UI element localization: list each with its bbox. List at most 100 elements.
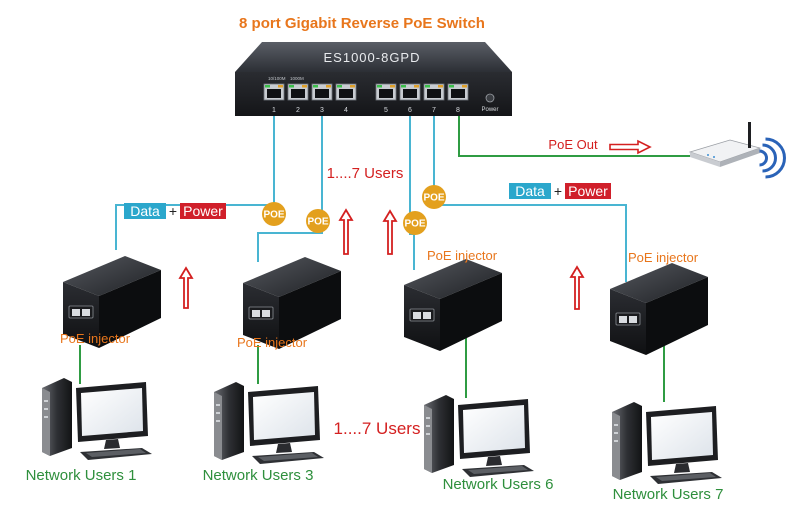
switch-power-button[interactable]	[485, 93, 495, 103]
plus-sign: +	[554, 183, 562, 199]
power-box	[565, 183, 611, 199]
power-word: Power	[183, 203, 223, 219]
cable-port1-injector1	[115, 116, 275, 250]
switch-port-led-green	[337, 85, 342, 88]
wifi-router	[689, 121, 761, 168]
switch-port-3: 3	[311, 83, 333, 114]
computer-user-3	[214, 382, 324, 464]
poe-badge-circle	[306, 209, 330, 233]
switch-port-1: 1	[263, 83, 285, 114]
network-user-label-2: Network Users 3	[203, 467, 314, 484]
switch-port-2: 2	[287, 83, 309, 114]
switch-port-socket	[403, 89, 417, 98]
switch-model-label: ES1000-8GPD	[324, 50, 421, 65]
data-word: Data	[130, 203, 160, 219]
switch-port-number: 3	[320, 107, 324, 114]
data-power-label-left: Data + Power	[124, 203, 226, 219]
poe-badge-circle	[422, 185, 446, 209]
switch-port-led-amber	[326, 85, 331, 88]
network-user-label-4: Network Users 7	[613, 486, 724, 503]
switch-port-led-amber	[390, 85, 395, 88]
switch-port-4: 4	[335, 83, 357, 114]
switch-port-led-green	[401, 85, 406, 88]
poe-badge-label: POE	[404, 219, 425, 230]
switch-port-8: 8	[447, 83, 469, 114]
switch-port-number: 4	[344, 107, 348, 114]
cable-port3-injector3	[257, 116, 323, 262]
poe-badge-label: POE	[307, 217, 328, 228]
cable-port6-injector6	[409, 116, 415, 270]
computer-user-7	[612, 402, 722, 484]
upward-arrow-left	[178, 266, 194, 309]
data-box	[124, 203, 166, 219]
switch-port-number: 1	[272, 107, 276, 114]
upward-arrow-middle-right	[382, 209, 398, 255]
poe-badge-port6: POE	[403, 211, 427, 235]
cable-port8-router	[458, 116, 690, 157]
switch-port-led-amber	[278, 85, 283, 88]
cable-port7-injector7	[433, 116, 627, 282]
diagram-title: 8 port Gigabit Reverse PoE Switch	[239, 15, 485, 32]
switch-port-socket	[379, 89, 393, 98]
upward-arrow-middle-left	[338, 208, 354, 255]
switch-port-6: 6	[399, 83, 421, 114]
poe-out-label: PoE Out	[548, 137, 598, 152]
wifi-wave	[765, 137, 786, 179]
switch-speed-label-a: 10/100M	[268, 76, 286, 81]
poe-badge-port7: POE	[422, 185, 446, 209]
poe-out-arrow	[609, 139, 652, 155]
switch-port-led-amber	[414, 85, 419, 88]
poe-injector-7	[609, 262, 709, 356]
switch-top	[235, 42, 512, 72]
switch-port-led-green	[289, 85, 294, 88]
switch-port-led-green	[265, 85, 270, 88]
data-box	[509, 183, 551, 199]
switch-port-socket	[427, 89, 441, 98]
poe-injector-label-3: PoE injector	[427, 248, 498, 263]
switch-power-label: Power	[481, 107, 498, 113]
poe-injector-label-2: PoE injector	[237, 335, 308, 350]
wifi-wave	[759, 149, 768, 167]
poe-badge-label: POE	[423, 193, 444, 204]
switch-port-led-green	[449, 85, 454, 88]
poe-badge-circle	[262, 202, 286, 226]
power-word: Power	[568, 183, 608, 199]
switch-port-5: 5	[375, 83, 397, 114]
switch-speed-label-b: 1000M	[290, 76, 304, 81]
upward-arrow-right	[569, 265, 585, 310]
poe-injector-label-1: PoE injector	[60, 331, 131, 346]
computer-user-1	[42, 378, 152, 460]
plus-sign: +	[169, 203, 177, 219]
switch-port-led-amber	[438, 85, 443, 88]
switch-port-socket	[267, 89, 281, 98]
users-count-label-top: 1....7 Users	[327, 165, 404, 182]
power-box	[180, 203, 226, 219]
network-user-label-1: Network Users 1	[26, 467, 137, 484]
wifi-signal-icon	[759, 137, 786, 179]
switch-port-socket	[451, 89, 465, 98]
switch-port-led-green	[313, 85, 318, 88]
switch-port-number: 2	[296, 107, 300, 114]
users-count-label-bottom: 1....7 Users	[334, 419, 421, 438]
data-power-label-right: Data + Power	[509, 183, 611, 199]
switch-port-led-green	[425, 85, 430, 88]
data-word: Data	[515, 183, 545, 199]
poe-injector-6	[403, 258, 503, 352]
switch-port-socket	[315, 89, 329, 98]
switch-port-led-amber	[462, 85, 467, 88]
poe-injector-label-4: PoE injector	[628, 250, 699, 265]
poe-badge-port3: POE	[306, 209, 330, 233]
switch-port-number: 5	[384, 107, 388, 114]
switch-port-led-amber	[302, 85, 307, 88]
switch-port-socket	[339, 89, 353, 98]
computer-user-6	[424, 395, 534, 477]
network-user-label-3: Network Users 6	[443, 476, 554, 493]
switch-port-number: 8	[456, 107, 460, 114]
switch-port-7: 7	[423, 83, 445, 114]
switch-port-socket	[291, 89, 305, 98]
poe-badge-port1: POE	[262, 202, 286, 226]
wifi-wave	[762, 143, 777, 173]
